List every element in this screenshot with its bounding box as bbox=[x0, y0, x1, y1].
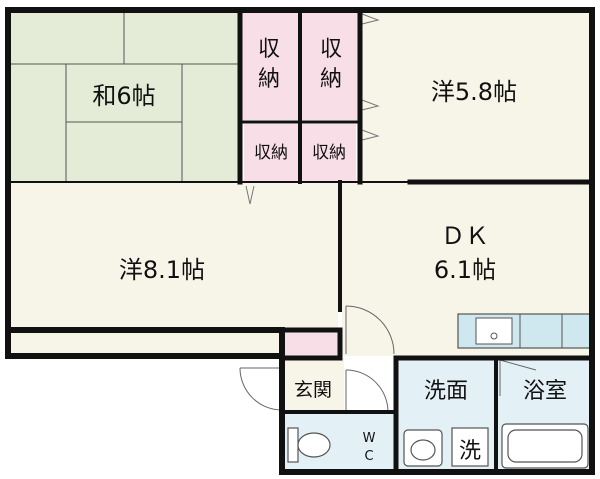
dk-label-2: 6.1帖 bbox=[434, 256, 496, 284]
entrance-closet bbox=[282, 330, 340, 358]
closet-small-left bbox=[244, 124, 298, 182]
western-room-ne-label: 洋5.8帖 bbox=[431, 78, 517, 106]
washroom-label: 洗面 bbox=[424, 379, 468, 404]
closet-top-right-label-2: 納 bbox=[320, 67, 342, 92]
closet-top-left-label-1: 収 bbox=[258, 37, 280, 62]
tatami-lines bbox=[8, 10, 240, 182]
western-room-w-label: 洋8.1帖 bbox=[119, 256, 205, 284]
kitchen-counter bbox=[457, 313, 593, 349]
door-swings bbox=[239, 305, 537, 413]
washer-pan bbox=[451, 427, 489, 467]
entrance-label: 玄関 bbox=[294, 379, 332, 401]
closet-top-left-label-2: 納 bbox=[258, 67, 280, 92]
closet-top-right-label-1: 収 bbox=[320, 37, 342, 62]
bathroom-label: 浴室 bbox=[523, 379, 567, 404]
closet-small-right-label: 収納 bbox=[312, 143, 346, 163]
toilet-label-1: W bbox=[363, 431, 376, 446]
western-room-ne bbox=[360, 10, 592, 182]
closet-small-right bbox=[302, 124, 356, 182]
closet-small-left-label: 収納 bbox=[254, 143, 288, 163]
toilet-fixture bbox=[287, 427, 331, 463]
toilet-label-2: C bbox=[364, 449, 373, 464]
walls bbox=[5, 7, 595, 475]
bathtub bbox=[501, 423, 589, 469]
closet-top-left bbox=[240, 10, 298, 120]
closet-top-right bbox=[302, 10, 360, 120]
washitsu-label: 和6帖 bbox=[92, 82, 155, 110]
dk-label-1: ＤＫ bbox=[441, 222, 489, 250]
entrance-floor bbox=[282, 358, 344, 412]
washbasin-fixture bbox=[403, 429, 443, 467]
washer-label: 洗 bbox=[459, 439, 481, 464]
